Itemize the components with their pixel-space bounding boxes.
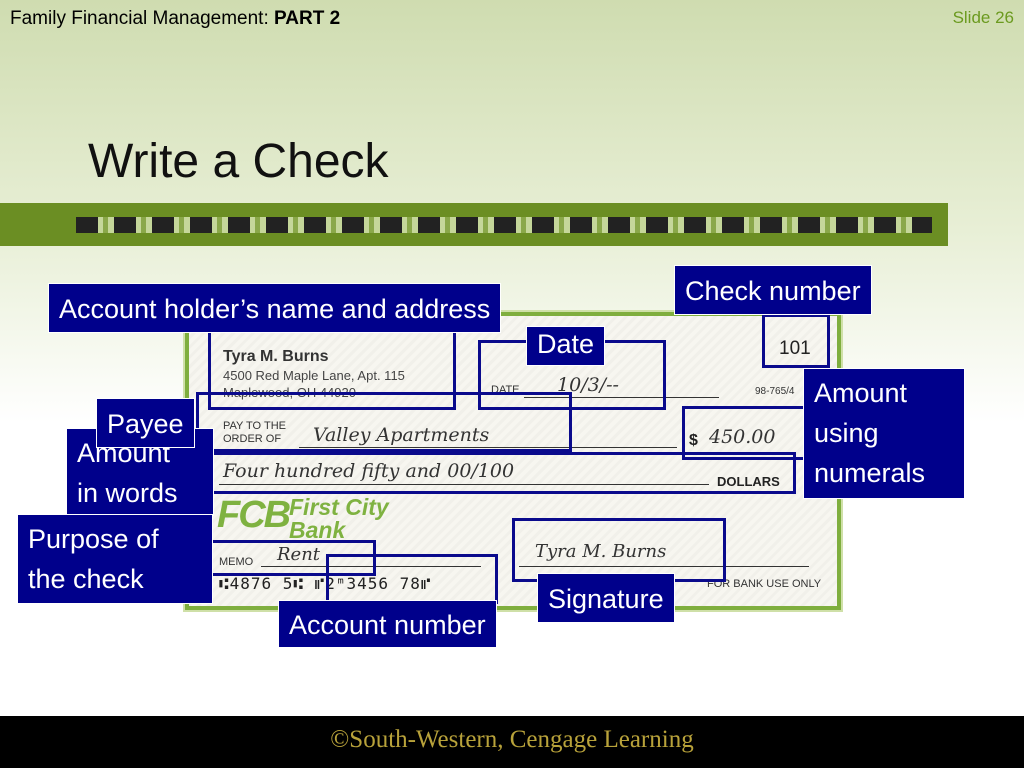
callout-amount-words-line2: in words bbox=[77, 478, 178, 508]
slide-number: Slide 26 bbox=[952, 8, 1014, 27]
address-line-1: 4500 Red Maple Lane, Apt. 115 bbox=[223, 368, 405, 383]
amount-words-line bbox=[219, 484, 709, 485]
dollars-label: DOLLARS bbox=[717, 474, 780, 489]
routing-fraction: 98-765/4 bbox=[755, 386, 795, 397]
payee-value: Valley Apartments bbox=[313, 424, 490, 446]
check-number: 101 bbox=[779, 338, 811, 359]
callout-purpose-line1: Purpose of bbox=[28, 524, 159, 554]
dash-pattern bbox=[76, 217, 932, 233]
payee-line bbox=[299, 447, 677, 448]
header-title: Family Financial Management: PART 2 bbox=[10, 8, 340, 30]
bank-name-line2: Bank bbox=[289, 517, 346, 543]
footer: ©South-Western, Cengage Learning bbox=[0, 716, 1024, 768]
amount-numerals-value: 450.00 bbox=[709, 426, 776, 448]
memo-label: MEMO bbox=[219, 556, 254, 568]
callout-amount-numerals-line1: Amount bbox=[814, 378, 908, 408]
callout-purpose: Purpose of the check bbox=[17, 514, 213, 604]
slide-title: Write a Check bbox=[88, 135, 389, 188]
callout-amount-numerals-line3: numerals bbox=[814, 458, 926, 488]
callout-account-holder: Account holder’s name and address bbox=[48, 283, 502, 333]
date-value: 10/3/-- bbox=[557, 374, 619, 396]
signature-value: Tyra M. Burns bbox=[535, 541, 667, 562]
header-title-part: PART 2 bbox=[274, 8, 341, 29]
outline-payee bbox=[196, 392, 572, 452]
outline-check-number bbox=[762, 314, 830, 368]
callout-account-number: Account number bbox=[278, 600, 497, 648]
outline-account-number bbox=[326, 554, 498, 604]
pay-to-label-line1: PAY TO THE bbox=[223, 420, 286, 432]
callout-check-number: Check number bbox=[674, 265, 872, 315]
header-title-prefix: Family Financial Management: bbox=[10, 8, 274, 29]
pay-to-label-line2: ORDER OF bbox=[223, 433, 282, 445]
signature-line bbox=[519, 566, 809, 567]
callout-amount-numerals: Amount using numerals bbox=[803, 368, 965, 499]
bank-use-label: FOR BANK USE ONLY bbox=[707, 578, 822, 590]
callout-payee: Payee bbox=[96, 398, 195, 448]
decorative-band bbox=[0, 203, 948, 246]
bank-logo-mark: FCB bbox=[217, 494, 291, 536]
memo-line bbox=[261, 566, 481, 567]
callout-purpose-line2: the check bbox=[28, 564, 144, 594]
account-holder-name: Tyra M. Burns bbox=[223, 348, 329, 365]
bank-name-line1: First City bbox=[289, 494, 389, 520]
date-line bbox=[524, 397, 719, 398]
sample-check: Tyra M. Burns 4500 Red Maple Lane, Apt. … bbox=[183, 310, 843, 612]
outline-amount-words bbox=[192, 452, 796, 494]
copyright-text: ©South-Western, Cengage Learning bbox=[330, 726, 694, 753]
callout-date: Date bbox=[526, 326, 606, 366]
callout-signature: Signature bbox=[537, 573, 675, 623]
amount-words-value: Four hundred fifty and 00/100 bbox=[223, 460, 515, 482]
memo-value: Rent bbox=[277, 544, 321, 565]
dollar-sign: $ bbox=[689, 432, 698, 449]
callout-amount-numerals-line2: using bbox=[814, 418, 879, 448]
micr-account-number: ⑆4876 5⑆ ⑈2ᵐ3456 78⑈ bbox=[219, 574, 432, 593]
